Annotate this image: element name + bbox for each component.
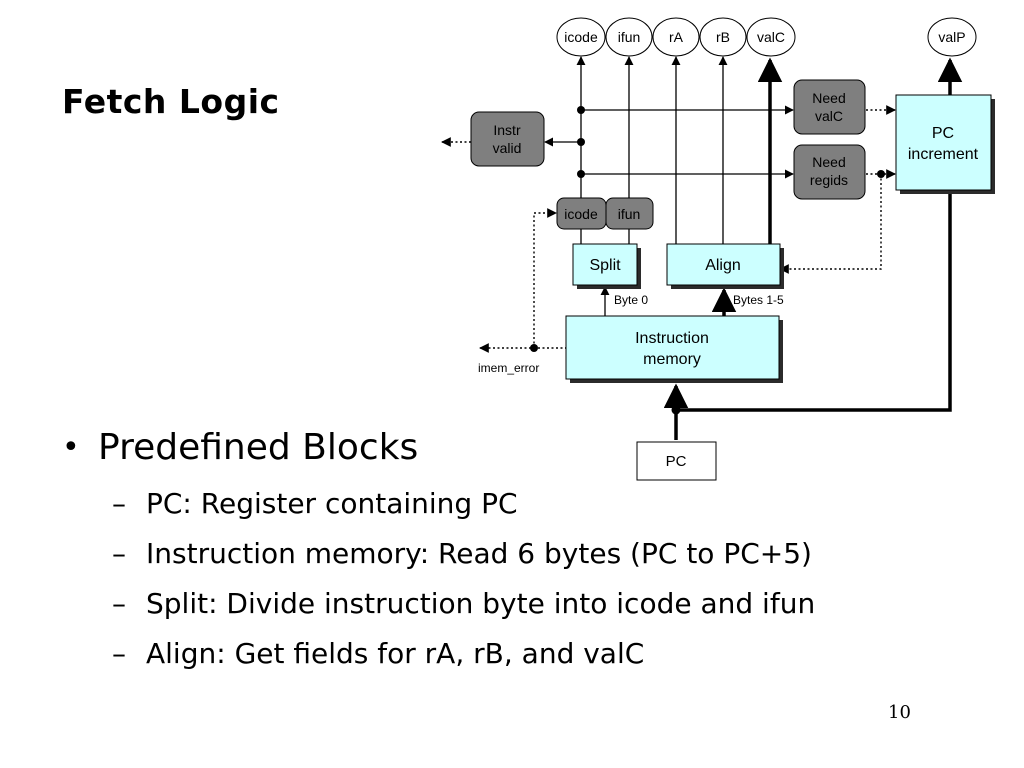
instruction-memory-block — [565, 315, 780, 380]
page-number: 10 — [888, 702, 911, 723]
wire-imem-to-icode — [533, 208, 557, 348]
junction-dot — [577, 106, 585, 114]
output-label-valc: valC — [757, 29, 785, 45]
instr-valid-block — [470, 111, 545, 167]
pc-register-block — [636, 441, 717, 481]
bullet-main: • Predefined Blocks — [62, 425, 962, 471]
output-label-ifun: ifun — [618, 29, 641, 45]
wire-pc-to-increment — [676, 192, 952, 412]
junction-dot — [577, 138, 585, 146]
output-label-valp: valP — [938, 29, 965, 45]
icode-box-label: icode — [564, 206, 598, 222]
need-regids-label-2: regids — [810, 172, 848, 188]
ifun-box — [605, 197, 654, 230]
split-block — [572, 243, 638, 286]
output-oval-rb — [699, 17, 747, 57]
bytes15-label: Bytes 1-5 — [733, 293, 784, 307]
align-block — [666, 243, 781, 286]
sub-bullet: – PC: Register containing PC — [62, 479, 962, 529]
need-valc-block — [793, 79, 866, 135]
byte0-label: Byte 0 — [614, 293, 648, 307]
output-label-rb: rB — [716, 29, 730, 45]
need-valc-label-1: Need — [812, 90, 845, 106]
sub-bullet-dash: – — [112, 587, 126, 620]
need-regids-block — [793, 144, 866, 200]
split-label: Split — [589, 257, 621, 274]
sub-bullet-dash: – — [112, 637, 126, 670]
need-valc-label-2: valC — [815, 108, 843, 124]
sub-bullet-dash: – — [112, 487, 126, 520]
ifun-box-label: ifun — [618, 206, 641, 222]
sub-bullet: – Split: Divide instruction byte into ic… — [62, 579, 962, 629]
sub-bullet-text: Split: Divide instruction byte into icod… — [146, 587, 816, 620]
junction-dot — [577, 170, 585, 178]
bullet-dot: • — [62, 430, 80, 465]
pc-increment-label-2: increment — [908, 146, 979, 163]
instr-valid-label-2: valid — [493, 140, 522, 156]
instruction-memory-label-2: memory — [643, 351, 701, 368]
align-label: Align — [705, 257, 741, 274]
output-oval-ra — [652, 17, 700, 57]
pc-register-label: PC — [666, 453, 687, 470]
wire-needregids-to-align — [779, 174, 882, 274]
instruction-memory-label-1: Instruction — [635, 330, 709, 347]
output-oval-valp — [927, 17, 977, 57]
output-label-ra: rA — [669, 29, 684, 45]
output-oval-ifun — [605, 17, 653, 57]
imem-error-label: imem_error — [478, 361, 539, 375]
sub-bullet: – Instruction memory: Read 6 bytes (PC t… — [62, 529, 962, 579]
pc-increment-block — [895, 94, 992, 191]
sub-bullet-text: Instruction memory: Read 6 bytes (PC to … — [146, 537, 812, 570]
output-oval-valc — [746, 17, 796, 57]
junction-dot — [671, 405, 681, 415]
bullet-main-text: Predefined Blocks — [98, 427, 419, 468]
sub-bullet-dash: – — [112, 537, 126, 570]
bullet-list: • Predefined Blocks – PC: Register conta… — [62, 425, 962, 679]
pc-increment-label-1: PC — [932, 125, 954, 142]
junction-dot — [530, 344, 538, 352]
slide-title: Fetch Logic — [62, 82, 280, 121]
instr-valid-label-1: Instr — [493, 122, 521, 138]
sub-bullet: – Align: Get fields for rA, rB, and valC — [62, 629, 962, 679]
need-regids-label-1: Need — [812, 154, 845, 170]
output-oval-icode — [556, 17, 606, 57]
sub-bullet-text: Align: Get fields for rA, rB, and valC — [146, 637, 645, 670]
junction-dot — [877, 170, 885, 178]
sub-bullet-text: PC: Register containing PC — [146, 487, 518, 520]
output-label-icode: icode — [564, 29, 598, 45]
